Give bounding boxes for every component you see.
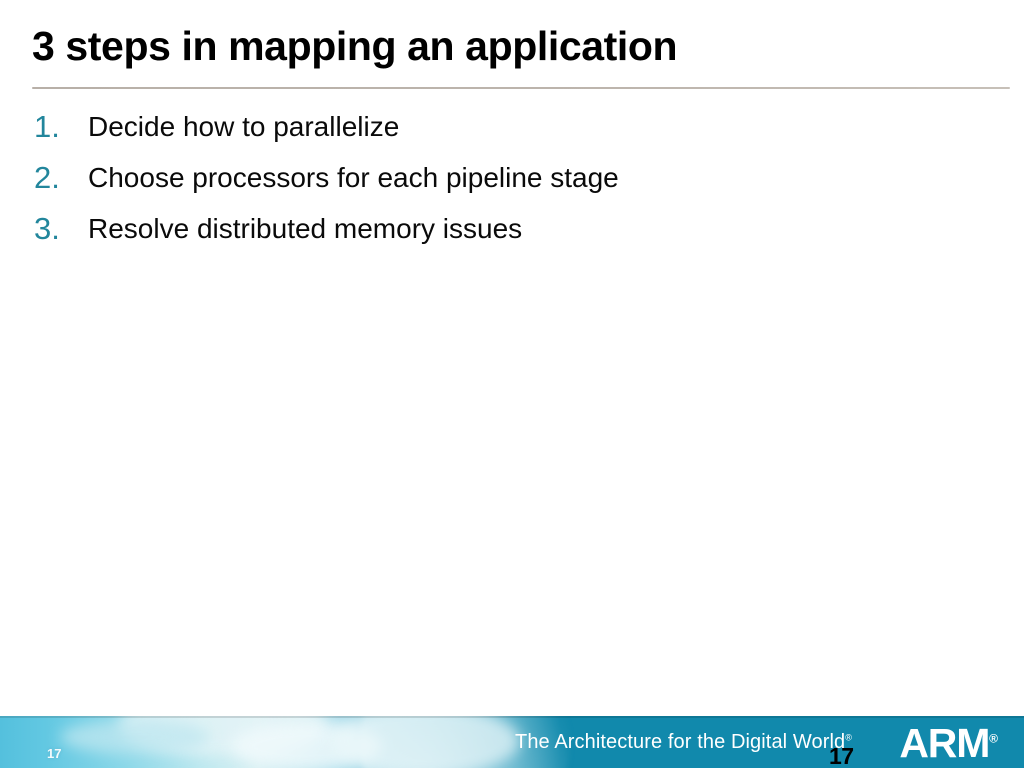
list-item-label: Resolve distributed memory issues	[88, 213, 523, 244]
slide-footer: 17 The Architecture for the Digital Worl…	[0, 716, 1024, 768]
footer-tagline: The Architecture for the Digital World®	[515, 730, 852, 754]
overlay-page-number: 17	[829, 743, 854, 768]
numbered-list: 1. Decide how to parallelize 2. Choose p…	[32, 107, 962, 260]
list-item-label: Decide how to parallelize	[88, 111, 400, 142]
cloud-graphic	[60, 720, 210, 754]
cloud-graphic	[330, 716, 520, 768]
footer-tagline-text: The Architecture for the Digital World	[515, 731, 846, 753]
page-title: 3 steps in mapping an application	[32, 23, 678, 69]
registered-mark-icon: ®	[989, 731, 998, 746]
list-item: 3. Resolve distributed memory issues	[32, 209, 962, 260]
title-divider	[32, 87, 1010, 89]
footer-page-number: 17	[47, 746, 62, 761]
arm-logo: ARM®	[899, 722, 998, 764]
list-item: 2. Choose processors for each pipeline s…	[32, 158, 962, 209]
list-item-number: 2.	[34, 160, 60, 195]
list-item-number: 1.	[34, 109, 60, 144]
arm-logo-text: ARM	[899, 720, 990, 766]
list-item-number: 3.	[34, 211, 60, 246]
list-item-label: Choose processors for each pipeline stag…	[88, 162, 619, 193]
list-item: 1. Decide how to parallelize	[32, 107, 962, 158]
registered-mark-icon: ®	[845, 732, 852, 743]
footer-top-rule	[0, 716, 1024, 718]
